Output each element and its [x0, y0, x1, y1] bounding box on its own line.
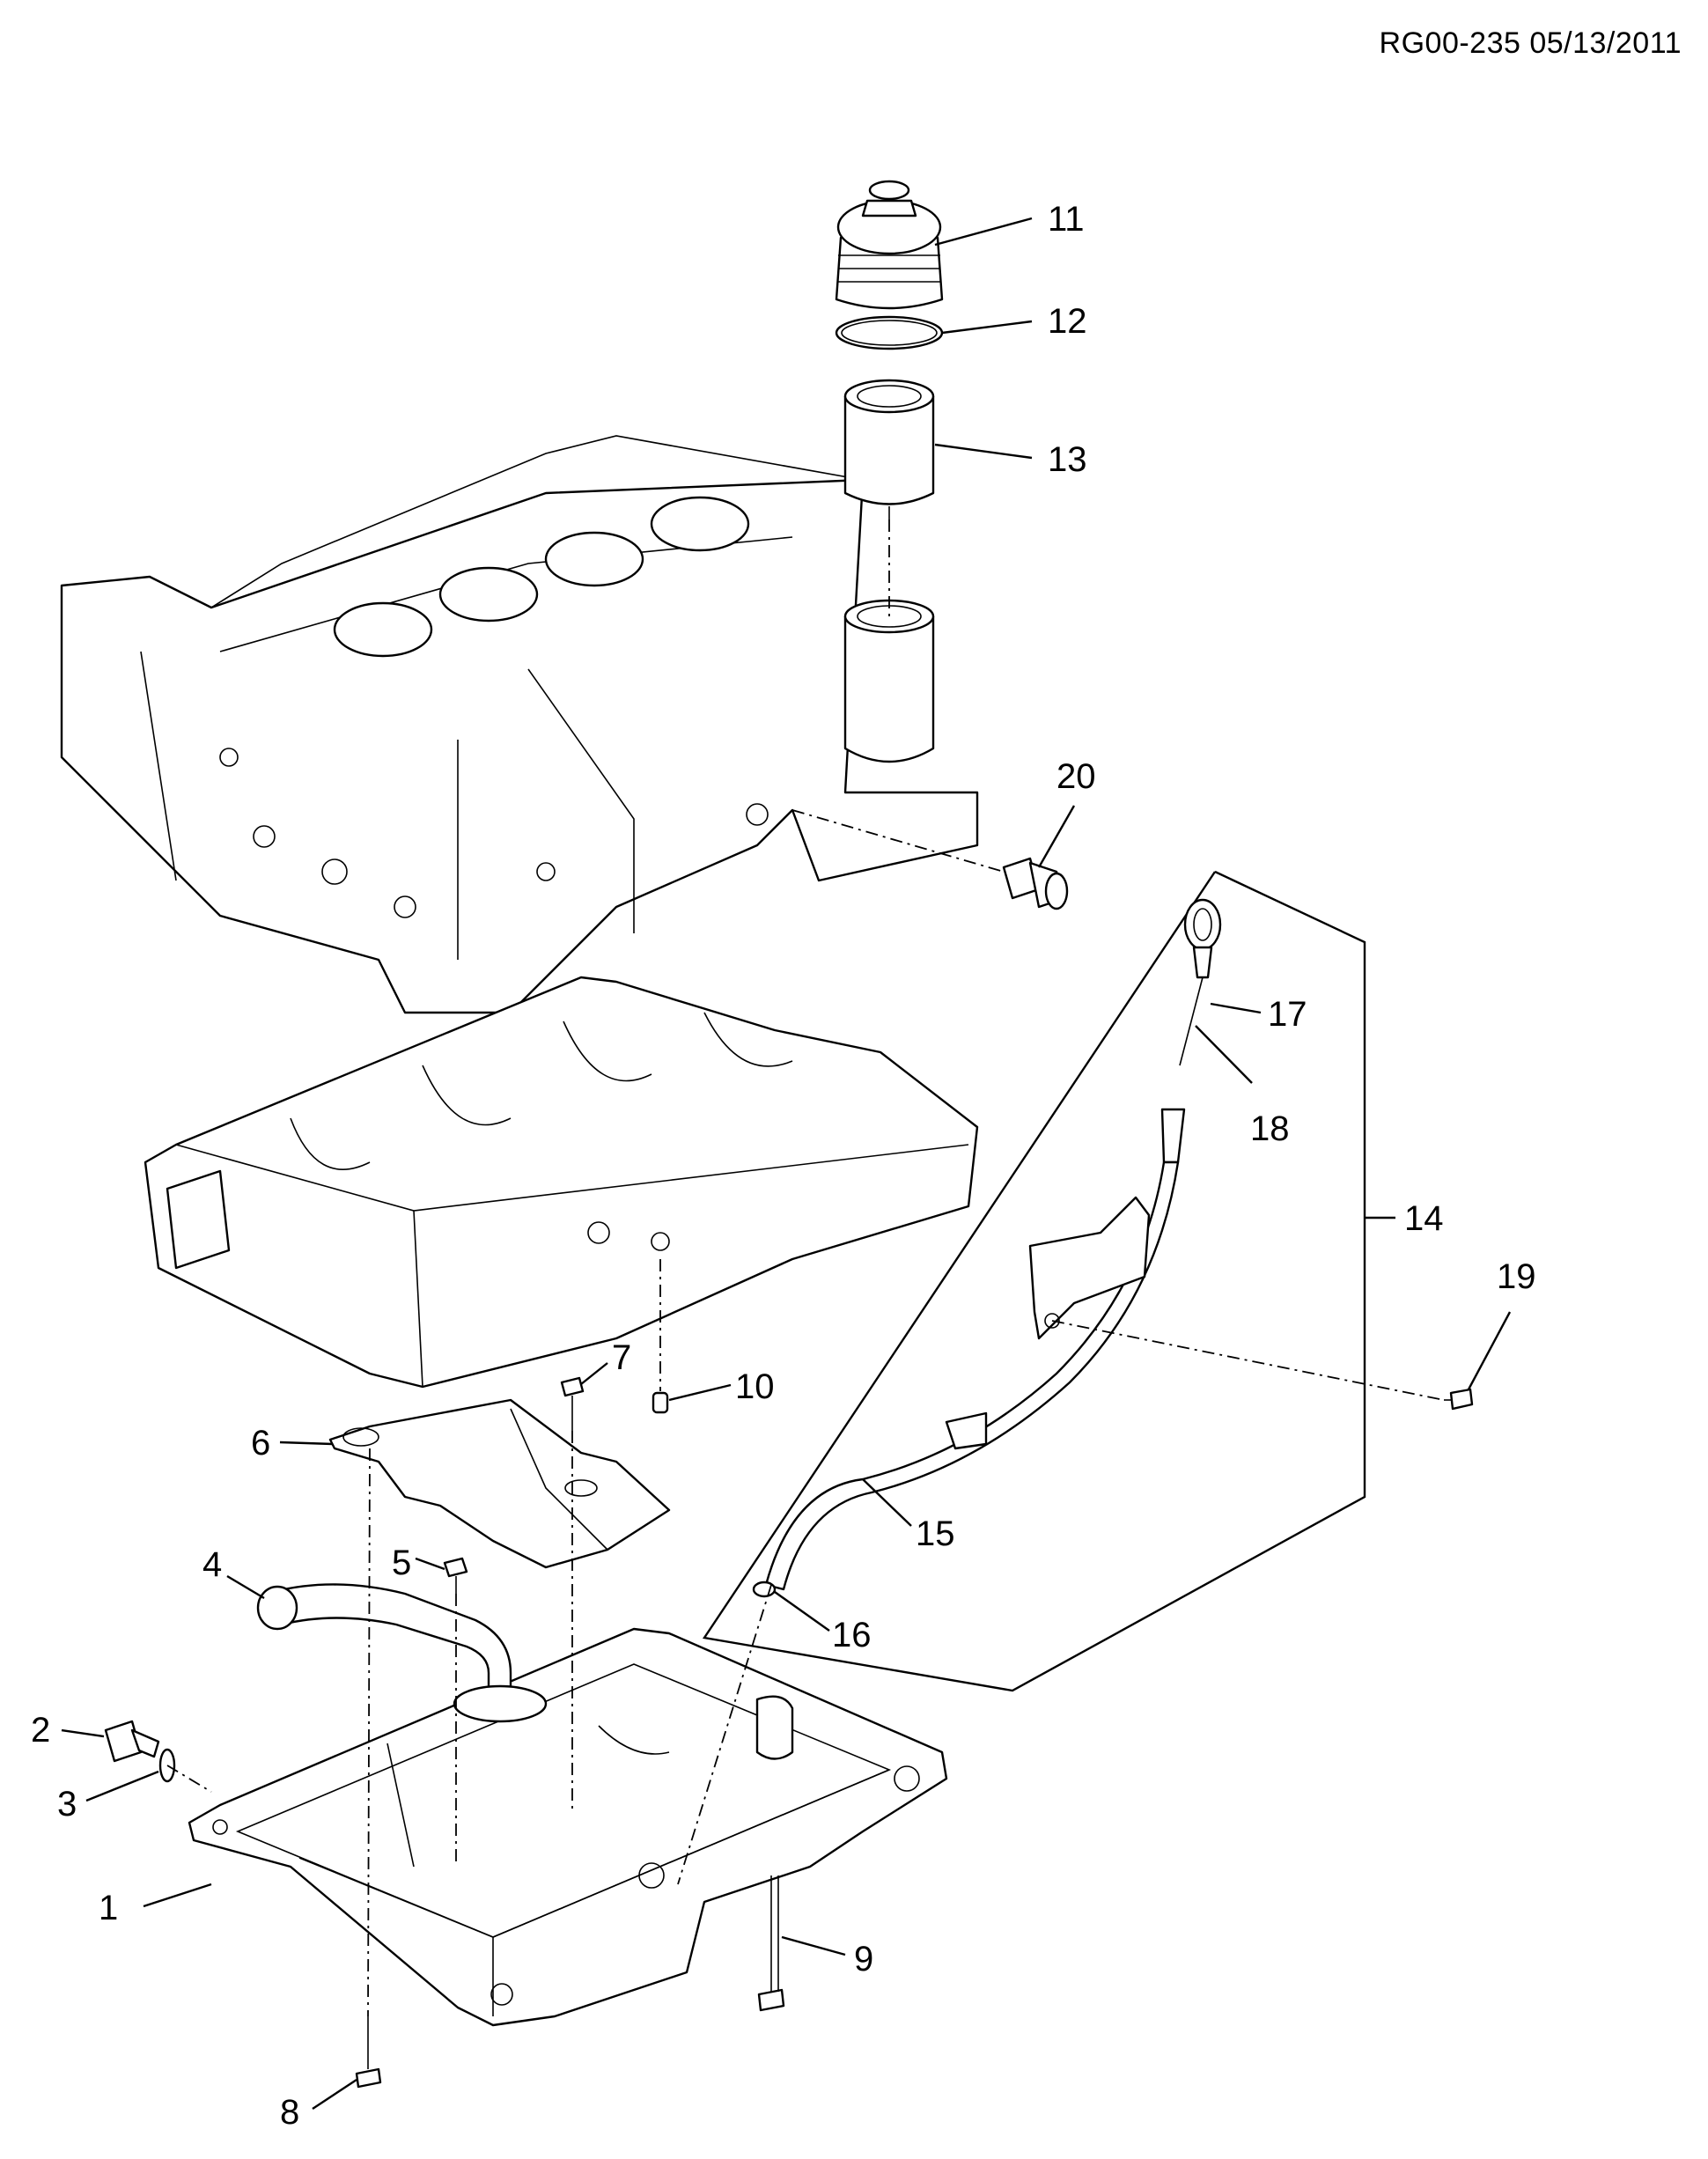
callout-15: 15: [916, 1514, 955, 1553]
oil-filter-cap: [835, 180, 944, 310]
callout-5: 5: [392, 1544, 411, 1582]
callout-19: 19: [1497, 1257, 1536, 1296]
callout-10: 10: [735, 1367, 775, 1406]
oil-pan-bolt-long: [757, 1875, 785, 2012]
oil-pressure-switch: [1002, 857, 1069, 910]
oil-pan-bolt-short: [355, 2016, 382, 2089]
callout-12: 12: [1048, 302, 1087, 341]
callout-16: 16: [832, 1616, 872, 1654]
engine-block: [60, 435, 979, 1014]
oil-deflector: [328, 1398, 671, 1569]
deflector-bolt: [560, 1376, 585, 1431]
indicator-tube-bolt: [1444, 1388, 1474, 1411]
oil-pan: [188, 1627, 948, 2027]
pickup-tube-bolt: [443, 1557, 468, 1594]
drain-plug: [104, 1720, 160, 1763]
callout-8: 8: [280, 2093, 299, 2132]
callout-2: 2: [31, 1711, 50, 1750]
assembly-14-bracket: [702, 870, 1366, 1692]
callout-6: 6: [251, 1424, 270, 1463]
callout-1: 1: [99, 1889, 118, 1927]
callout-4: 4: [202, 1545, 222, 1584]
callout-11: 11: [1048, 200, 1085, 239]
callout-17: 17: [1268, 995, 1307, 1034]
bedplate: [144, 976, 979, 1389]
callout-18: 18: [1250, 1109, 1290, 1148]
oil-pickup-tube: [256, 1583, 548, 1723]
callout-7: 7: [612, 1338, 631, 1377]
callout-9: 9: [854, 1940, 873, 1978]
callout-3: 3: [57, 1785, 77, 1824]
callout-14: 14: [1404, 1199, 1444, 1238]
drawing-reference: RG00-235 05/13/2011: [1379, 26, 1682, 60]
callout-20: 20: [1056, 757, 1096, 796]
oil-level-indicator-assembly: [752, 898, 1222, 1598]
locating-dowel: [652, 1391, 669, 1414]
oil-filter-element: [843, 379, 935, 519]
oil-filter-cap-seal: [835, 315, 944, 350]
callout-13: 13: [1048, 440, 1087, 479]
